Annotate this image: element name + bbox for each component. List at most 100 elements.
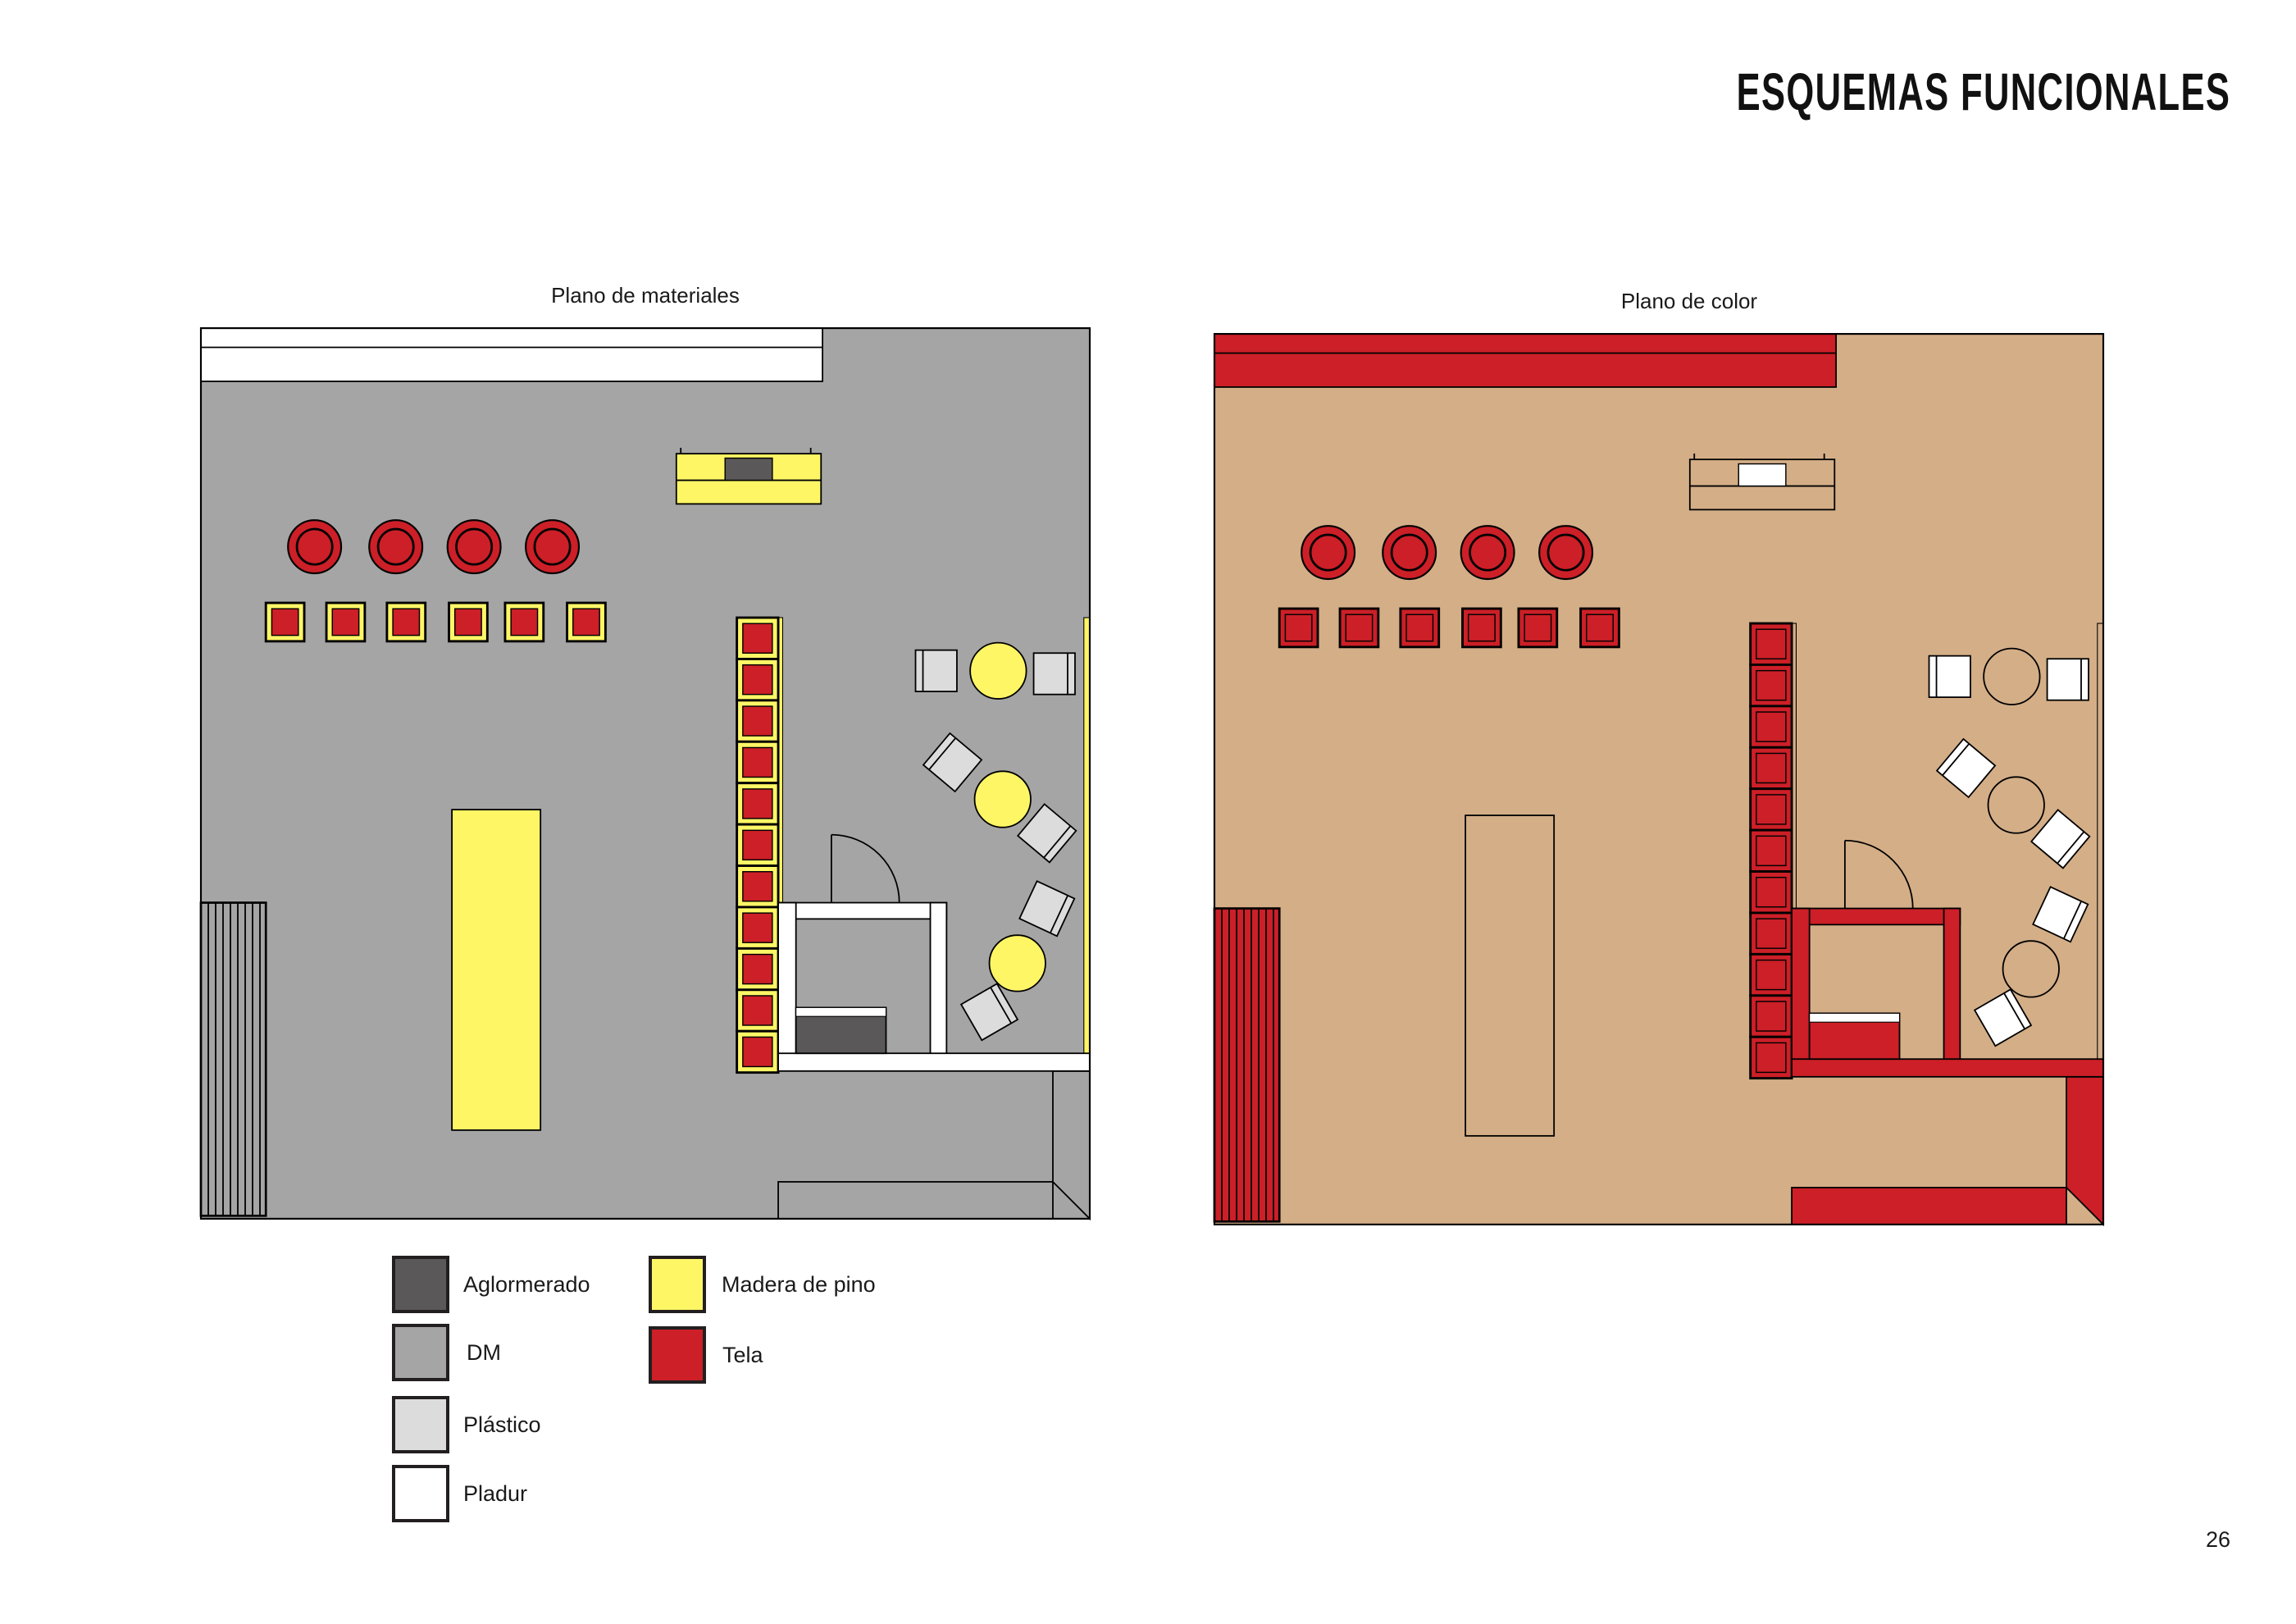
door [1843,839,1914,909]
round-stool-seat [1547,533,1585,572]
square-stool [325,601,367,643]
wall-display-shelf [1214,333,1837,388]
counter-left-wall [777,901,797,1056]
bench-seat [736,740,780,785]
legend-label-plastico: Plástico [463,1412,541,1437]
lounge-chair [2029,809,2091,869]
lounge-chair [2046,658,2089,701]
square-stool [503,601,545,643]
legend-swatch-madera-de-pino [649,1256,706,1313]
round-stool [446,519,502,575]
lounge-chair-seat [1935,737,1997,799]
square-stool-cushion [271,608,299,636]
lounge-chair-seat [2046,658,2089,701]
wall-bench [1213,907,1281,1223]
lounge-chair-seat [1973,988,2033,1047]
round-stool [287,519,343,575]
storage-block-top [795,1006,887,1017]
bench-seat [736,823,780,867]
bench-seat [736,658,780,702]
bench-seat [1749,746,1793,791]
lounge-chair-back [2057,831,2085,864]
lounge-chair [914,649,958,692]
square-stool-cushion [331,608,360,636]
square-stool [1278,607,1319,649]
lounge-chair [1973,988,2033,1047]
corner-shelf-bottom [777,1180,1054,1220]
legend-swatch-plastico [392,1396,449,1453]
bench-seat [736,864,780,909]
square-stool [1579,607,1620,649]
round-stool-seat [1309,533,1347,572]
legend-swatch-pladur [392,1465,449,1522]
desk-monitor [724,457,773,481]
lounge-chair-back [928,737,957,770]
legend-item-madera-de-pino: Madera de pino [649,1256,876,1313]
bench-seat-cushion [742,664,773,696]
lounge-table [1983,647,2041,705]
bench-seat [736,947,780,992]
bench-seat [1749,1035,1793,1080]
legend-label-tela: Tela [722,1343,763,1367]
counter-right-wall [1943,907,1961,1061]
corner-shelf [777,1070,1091,1221]
square-stool [448,601,489,643]
lounge-table [969,641,1027,700]
bench-seat [736,616,780,660]
bench-seat [1749,705,1793,749]
wall-bench-base [1213,907,1281,1223]
lounge-chair-back [1049,895,1068,933]
square-stool-cushion [1284,614,1313,642]
bench-seat [1749,787,1793,832]
lounge-chair-seat [2029,809,2091,869]
legend-item-pladur: Pladur [392,1465,527,1522]
square-stool [1517,607,1559,649]
bench-seat-cushion [742,746,773,778]
round-stool-seat [455,527,494,566]
legend-swatch-aglomerado [392,1256,449,1313]
square-stool-cushion [1467,614,1496,642]
legend-label-aglomerado: Aglormerado [463,1272,590,1297]
corner-shelf-bottom [1791,1186,2067,1225]
square-stool-cushion [510,608,539,636]
legend-label-madera-de-pino: Madera de pino [722,1272,876,1297]
square-stool [1461,607,1502,649]
lounge-chair-seat [1928,655,1971,698]
materials-plan-title: Plano de materiales [551,283,740,308]
lounge-chair-seat [1018,880,1076,937]
bench-seat-cushion [1756,669,1787,701]
lounge-chair-back [990,987,1012,1024]
bench-seat [1749,994,1793,1038]
lounge-table [973,770,1032,828]
storage-block [1808,1012,1901,1061]
legend-label-pladur: Pladur [463,1481,528,1506]
bench-seat-cushion [1756,794,1787,825]
page-number: 26 [2205,1527,2230,1552]
counter-top-bar [777,901,948,920]
lounge-chair-seat [1016,803,1077,864]
plan-outline [199,327,1091,1220]
bench-seat [1749,911,1793,956]
counter-top-bar [1791,907,1961,926]
bench-seat-cushion [742,788,773,819]
legend-item-aglomerado: Aglormerado [392,1256,590,1313]
door-swing-arc [1844,839,1914,909]
bench-seat [736,988,780,1033]
shelf-body [200,327,823,382]
page-title: ESQUEMAS FUNCIONALES [1736,62,2230,121]
square-stool-cushion [1586,614,1614,642]
color-plan-title: Plano de color [1620,289,1758,313]
legend-item-tela: Tela [649,1326,763,1384]
bench-seat-cushion [1756,752,1787,784]
lounge-table [988,934,1046,992]
lounge-chair-seat [1032,652,1076,696]
plan-outline [1213,333,2105,1225]
bench-seat-cushion [742,623,773,654]
storage-block-top [1809,1012,1901,1023]
central-table [451,809,542,1131]
bench-seat-cushion [742,829,773,861]
lounge-chair-back [2062,901,2082,939]
lounge-chair [1935,737,1997,799]
square-stool [1399,607,1441,649]
